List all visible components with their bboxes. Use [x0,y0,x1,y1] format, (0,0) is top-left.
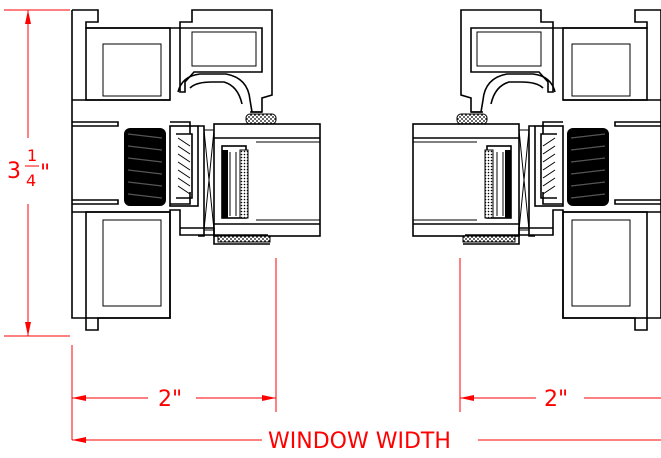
window-width-label: WINDOW WIDTH [268,429,451,454]
height-whole-label: 3 [7,159,21,184]
left-width-dimension: 2" [71,258,277,440]
height-unit-label: " [40,161,50,186]
left-width-label: 2" [158,387,182,412]
height-denominator-label: 4 [26,171,36,190]
right-width-dimension: 2" [459,258,661,412]
left-frame-section [71,9,321,331]
right-frame-section [412,9,661,331]
window-width-dimension: WINDOW WIDTH [72,429,661,454]
right-width-label: 2" [544,387,568,412]
height-numerator-label: 1 [27,146,37,165]
height-dimension: 3 1 4 " [4,9,70,337]
